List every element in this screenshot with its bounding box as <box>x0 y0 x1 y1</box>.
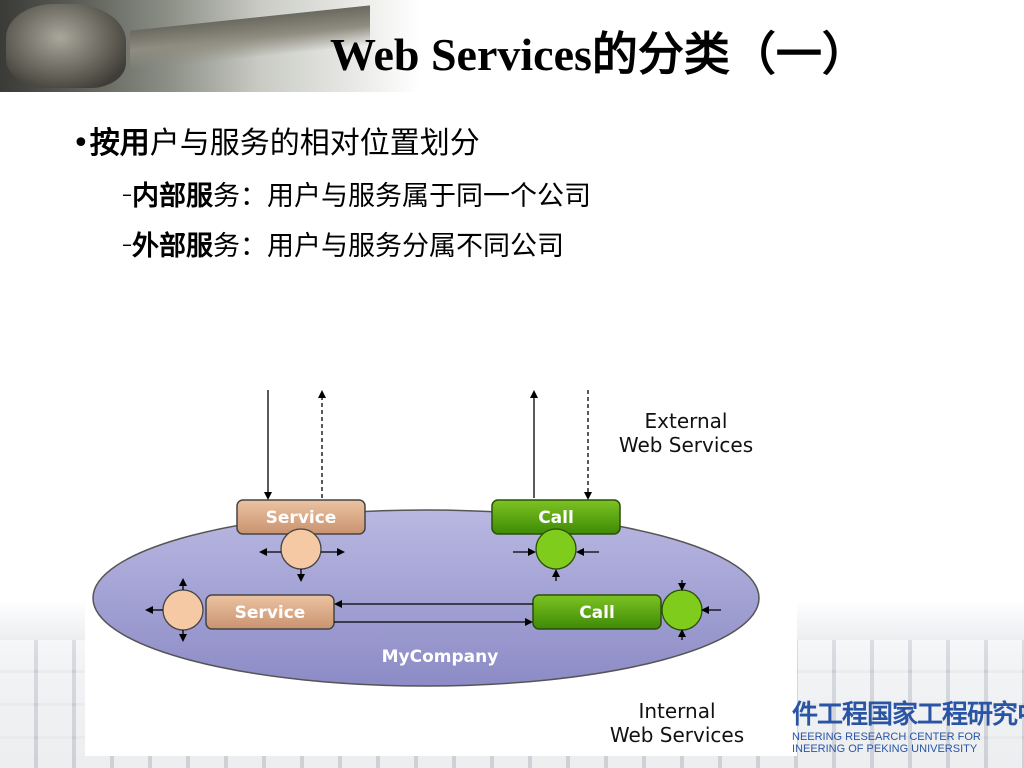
external-label-line2: Web Services <box>619 433 753 457</box>
sub-bullet-internal: –内部服务：用户与服务属于同一个公司 <box>122 174 591 213</box>
bullet-bold-text: 按用 <box>89 126 150 161</box>
sub-bullet-bold-text: 外部服 <box>132 231 213 262</box>
internal-call-box <box>532 594 662 630</box>
sub-bullet-bold-text: 内部服 <box>132 181 213 212</box>
service-interface-node <box>280 528 322 570</box>
dash-marker: – <box>122 182 132 206</box>
internal-call-node <box>661 589 703 631</box>
external-label-line1: External <box>645 409 728 433</box>
stone-lion-image <box>6 4 126 88</box>
logo-chinese-text: 件工程国家工程研究中心 <box>792 700 1024 730</box>
internal-label-line2: Web Services <box>610 723 744 747</box>
institution-logo: 件工程国家工程研究中心 NEERING RESEARCH CENTER FOR … <box>792 694 1024 755</box>
call-interface-node <box>535 528 577 570</box>
header-banner-photo <box>0 0 420 92</box>
bullet-text: 户与服务的相对位置划分 <box>149 126 480 161</box>
slide-title: Web Services的分类（一） <box>330 29 868 80</box>
internal-service-label: Service <box>235 603 306 623</box>
sub-bullet-external: –外部服务：用户与服务分属不同公司 <box>122 224 564 263</box>
internal-service-box <box>205 594 335 630</box>
internal-service-node <box>162 589 204 631</box>
dash-marker: – <box>122 232 132 256</box>
web-services-diagram: External Web Services Service Call Servi… <box>92 390 760 747</box>
internal-label-line1: Internal <box>638 699 715 723</box>
sub-bullet-text: 务：用户与服务属于同一个公司 <box>213 181 591 212</box>
main-bullet: •按用户与服务的相对位置划分 <box>72 118 480 162</box>
sub-bullet-text: 务：用户与服务分属不同公司 <box>213 231 564 262</box>
bullet-marker: • <box>72 126 90 161</box>
logo-english-line2: INEERING OF PEKING UNIVERSITY <box>792 743 978 755</box>
logo-english-line1: NEERING RESEARCH CENTER FOR <box>792 731 981 743</box>
internal-call-label: Call <box>579 603 615 623</box>
company-label: MyCompany <box>382 647 499 667</box>
external-service-label: Service <box>266 508 337 528</box>
external-call-label: Call <box>538 508 574 528</box>
